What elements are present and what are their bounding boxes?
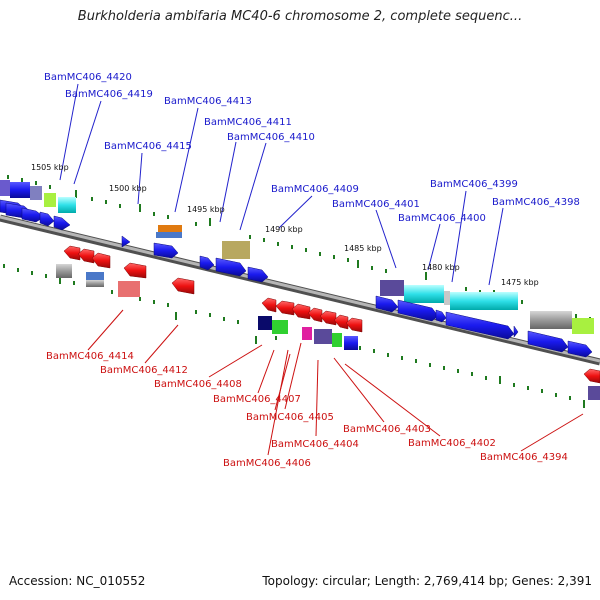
gene-label-4394: BamMC406_4394 [480,452,568,463]
scale-label-1485: 1485 kbp [344,244,382,253]
gene-label-4412: BamMC406_4412 [100,365,188,376]
gene-label-4406: BamMC406_4406 [223,458,311,469]
accession-text: Accession: NC_010552 [9,574,146,588]
gene-label-4413: BamMC406_4413 [164,96,252,107]
scale-label-1475: 1475 kbp [501,278,539,287]
gene-label-4420: BamMC406_4420 [44,72,132,83]
reverse-gene-labels[interactable]: BamMC406_4414 BamMC406_4412 BamMC406_440… [46,351,568,469]
gene-label-4402: BamMC406_4402 [408,438,496,449]
reverse-feature-blocks [56,264,600,400]
gene-label-4414: BamMC406_4414 [46,351,134,362]
gene-label-4419: BamMC406_4419 [65,89,153,100]
map-title: Burkholderia ambifaria MC40-6 chromosome… [77,9,523,24]
gene-label-4409: BamMC406_4409 [271,184,359,195]
forward-feature-blocks [0,180,594,334]
gene-label-4400: BamMC406_4400 [398,213,486,224]
reverse-genes[interactable] [63,245,600,384]
gene-label-4398: BamMC406_4398 [492,197,580,208]
inner-scale [3,264,585,408]
forward-genes[interactable] [0,199,593,358]
scale-labels: 1505 kbp 1500 kbp 1495 kbp 1490 kbp 1485… [31,163,539,287]
scale-label-1480: 1480 kbp [422,263,460,272]
gene-label-4411: BamMC406_4411 [204,117,292,128]
gene-label-4415: BamMC406_4415 [104,141,192,152]
gene-label-4404: BamMC406_4404 [271,439,359,450]
genome-summary-text: Topology: circular; Length: 2,769,414 bp… [262,574,592,588]
gene-label-4410: BamMC406_4410 [227,132,315,143]
gene-label-4399: BamMC406_4399 [430,179,518,190]
gene-label-4401: BamMC406_4401 [332,199,420,210]
top-connectors [59,83,504,286]
scale-label-1500: 1500 kbp [109,184,147,193]
outer-scale [7,175,591,321]
forward-gene-labels[interactable]: BamMC406_4420 BamMC406_4419 BamMC406_441… [44,72,580,224]
scale-label-1495: 1495 kbp [187,205,225,214]
gene-label-4408: BamMC406_4408 [154,379,242,390]
gene-label-4405: BamMC406_4405 [246,412,334,423]
gene-label-4407: BamMC406_4407 [213,394,301,405]
gene-label-4403: BamMC406_4403 [343,424,431,435]
scale-label-1490: 1490 kbp [265,225,303,234]
bottom-connectors [87,309,584,456]
scale-label-1505: 1505 kbp [31,163,69,172]
